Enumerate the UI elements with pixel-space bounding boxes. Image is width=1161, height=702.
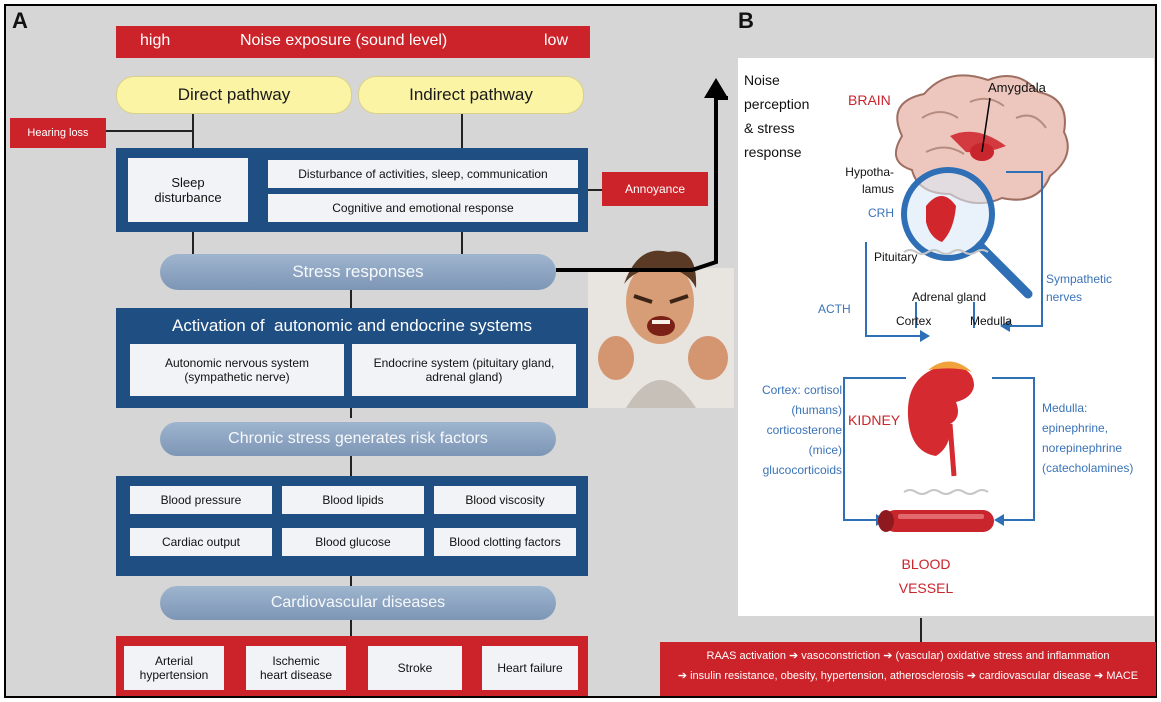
cortex-hormones-label: Cortex: cortisol (humans) corticosterone… [761, 383, 842, 477]
annoyance-box: Annoyance [602, 172, 708, 206]
activation-title: Activation of autonomic and endocrine sy… [171, 316, 533, 335]
hearing-loss-box: Hearing loss [10, 118, 106, 148]
blood-vessel-label: BLOOD VESSEL [898, 556, 954, 596]
medulla-label: Medulla [970, 314, 1013, 328]
sympathetic-nerves-label: Sympathetic nerves [1046, 272, 1113, 304]
panel-a-letter: A [12, 8, 28, 33]
cognitive-response-box: Cognitive and emotional response [268, 194, 578, 222]
connector-risk-down [350, 576, 352, 686]
autonomic-nervous-system-box: Autonomic nervous system (sympathetic ne… [130, 344, 344, 396]
risk-blood-pressure: Blood pressure [130, 486, 272, 514]
panel-b-letter: B [738, 8, 754, 33]
noise-perception-label: Noise perception & stress response [744, 72, 810, 160]
brain-label: BRAIN [848, 92, 891, 108]
risk-blood-clotting: Blood clotting factors [434, 528, 576, 556]
exposure-low-label: low [544, 32, 569, 49]
sleep-disturbance-box: Sleep disturbance [128, 158, 248, 222]
adrenal-gland-label: Adrenal gland [912, 290, 987, 304]
connector-hearing-loss [106, 130, 194, 132]
angry-face-icon [588, 250, 734, 408]
amygdala-label: Amygdala [988, 80, 1046, 95]
acth-label: ACTH [818, 302, 851, 316]
risk-cardiac-output: Cardiac output [130, 528, 272, 556]
exposure-high-label: high [140, 32, 171, 49]
cortex-label: Cortex [896, 314, 932, 328]
figure-frame: A high Noise exposure (sound level) low … [4, 4, 1157, 698]
risk-blood-glucose: Blood glucose [282, 528, 424, 556]
exposure-title: Noise exposure (sound level) [240, 32, 448, 49]
disturbance-box: Disturbance of activities, sleep, commun… [268, 160, 578, 188]
endocrine-system-box: Endocrine system (pituitary gland, adren… [352, 344, 576, 396]
cardiovascular-diseases-pill: Cardiovascular diseases [160, 586, 556, 620]
raas-pathway-box: RAAS activation ➔ vasoconstriction ➔ (va… [660, 642, 1156, 696]
crh-label: CRH [868, 206, 894, 220]
disease-heart-failure: Heart failure [482, 646, 578, 690]
kidney-label: KIDNEY [848, 412, 901, 428]
risk-blood-lipids: Blood lipids [282, 486, 424, 514]
raas-line-2: ➔ insulin resistance, obesity, hypertens… [677, 670, 1139, 682]
medulla-hormones-label: Medulla: epinephrine, norepinephrine (ca… [1042, 401, 1134, 475]
noise-exposure-bar: high Noise exposure (sound level) low [116, 26, 590, 58]
indirect-pathway-pill: Indirect pathway [358, 76, 584, 114]
disease-ischemic-heart-disease: Ischemic heart disease [246, 646, 346, 690]
chronic-stress-pill: Chronic stress generates risk factors [160, 422, 556, 456]
raas-line-1: RAAS activation ➔ vasoconstriction ➔ (va… [706, 650, 1110, 662]
connector-chronic-down [350, 456, 352, 484]
direct-pathway-pill: Direct pathway [116, 76, 352, 114]
risk-blood-viscosity: Blood viscosity [434, 486, 576, 514]
disease-stroke: Stroke [368, 646, 462, 690]
disease-arterial-hypertension: Arterial hypertension [124, 646, 224, 690]
hypothalamus-label: Hypotha-lamus [845, 165, 894, 196]
stress-responses-pill: Stress responses [160, 254, 556, 290]
connector-raas [920, 618, 922, 646]
pituitary-label: Pituitary [874, 250, 918, 264]
